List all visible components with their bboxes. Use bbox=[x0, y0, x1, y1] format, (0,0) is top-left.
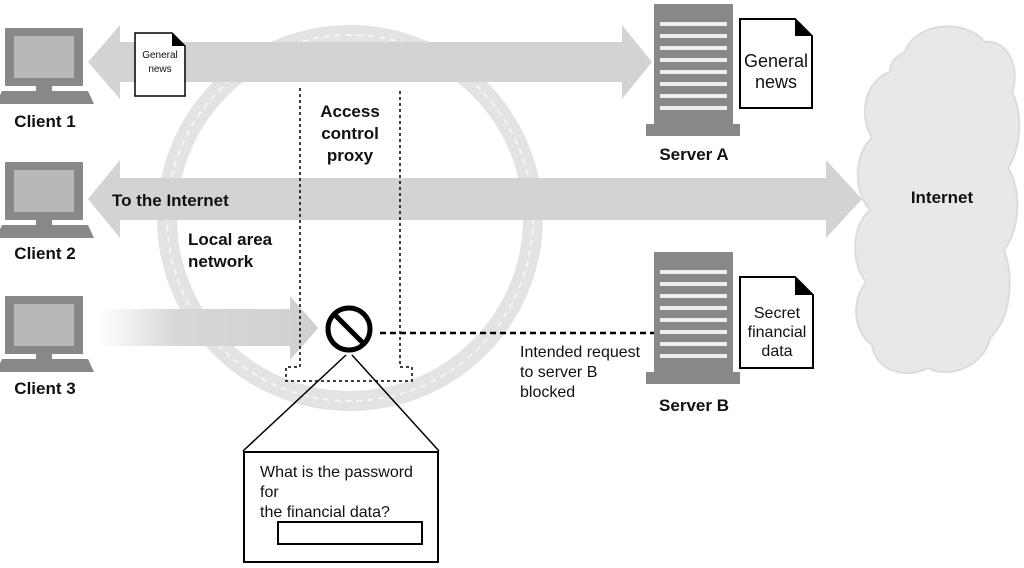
lan-label-line-2: network bbox=[188, 252, 254, 271]
server-b-doc-line-3: data bbox=[761, 343, 792, 360]
server-a-icon bbox=[646, 4, 740, 136]
server-b-doc-line-1: Secret bbox=[754, 305, 801, 322]
server-b-icon bbox=[646, 252, 740, 384]
client2-label: Client 2 bbox=[14, 244, 75, 263]
internet-cloud bbox=[854, 25, 1021, 375]
client1-computer-icon bbox=[0, 28, 94, 104]
blocked-label-line-3: blocked bbox=[520, 384, 575, 401]
password-prompt-line-1: What is the password for bbox=[260, 464, 413, 501]
proxy-label-line-1: Access bbox=[320, 102, 380, 121]
arrow-client1-servera bbox=[88, 25, 652, 99]
server-a-doc-line-2: news bbox=[755, 72, 797, 92]
blocked-label-line-1: Intended request bbox=[520, 344, 641, 361]
client3-computer-icon bbox=[0, 296, 94, 372]
blocked-icon bbox=[325, 305, 373, 353]
blocked-label-line-2: to server B bbox=[520, 364, 597, 381]
server-b-document-icon bbox=[739, 276, 814, 369]
client1-doc-line-2: news bbox=[148, 64, 171, 75]
password-input[interactable] bbox=[277, 521, 423, 545]
proxy-label-line-2: control bbox=[321, 124, 379, 143]
client2-computer-icon bbox=[0, 162, 94, 238]
arrow-client3-proxy bbox=[98, 296, 318, 360]
server-b-label: Server B bbox=[659, 396, 729, 415]
lan-label-line-1: Local area bbox=[188, 230, 273, 249]
to-internet-label: To the Internet bbox=[112, 191, 229, 210]
zoom-line-right bbox=[351, 354, 440, 452]
client1-label: Client 1 bbox=[14, 112, 75, 131]
client3-label: Client 3 bbox=[14, 379, 75, 398]
server-a-document-icon bbox=[739, 18, 813, 109]
password-prompt-text: What is the password for the financial d… bbox=[260, 463, 430, 523]
client1-document-icon bbox=[134, 32, 186, 97]
zoom-line-left bbox=[242, 354, 347, 452]
client1-doc-line-1: General bbox=[142, 50, 178, 61]
proxy-boundary bbox=[285, 88, 413, 382]
arrow-client2-internet bbox=[88, 160, 862, 238]
server-a-doc-line-1: General bbox=[744, 51, 808, 71]
password-prompt-line-2: the financial data? bbox=[260, 504, 390, 521]
server-b-doc-line-2: financial bbox=[748, 324, 807, 341]
internet-label: Internet bbox=[911, 188, 974, 207]
password-prompt-dialog: What is the password for the financial d… bbox=[243, 451, 439, 563]
server-a-label: Server A bbox=[659, 145, 728, 164]
proxy-label-line-3: proxy bbox=[327, 146, 374, 165]
